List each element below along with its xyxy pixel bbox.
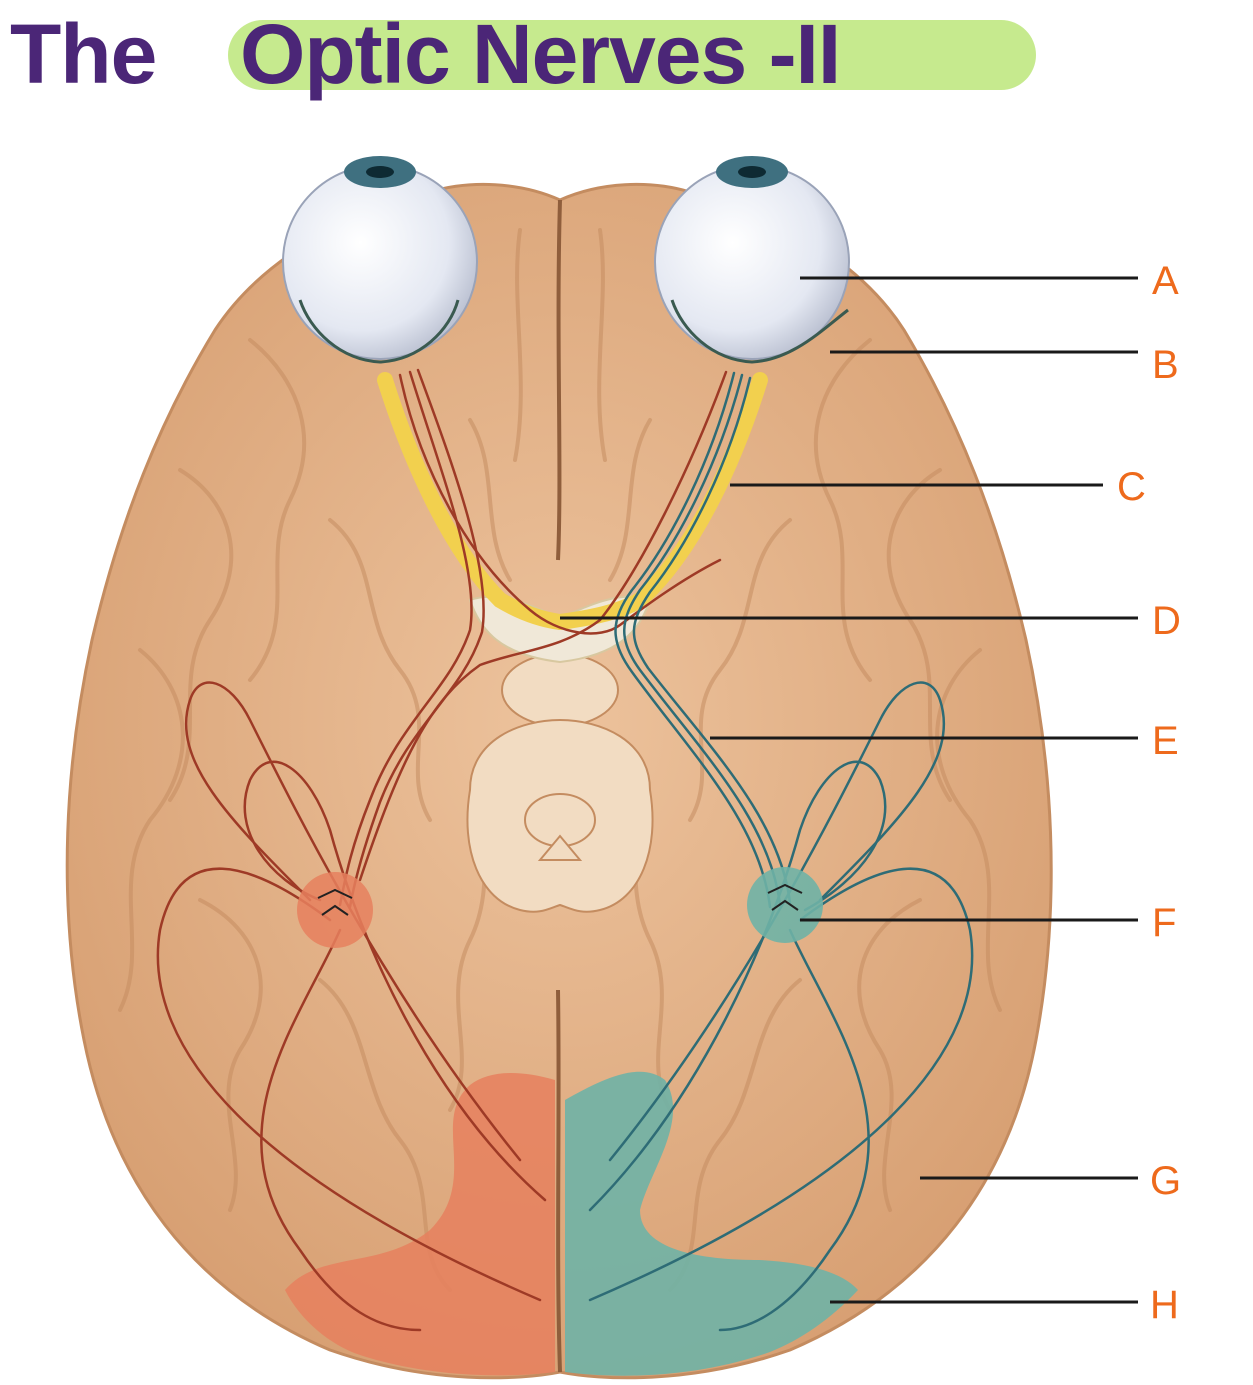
label-h: H bbox=[1150, 1283, 1179, 1327]
title-banner: The Optic Nerves -II bbox=[0, 0, 1253, 112]
eyeballs bbox=[282, 156, 850, 364]
label-d: D bbox=[1152, 599, 1181, 643]
label-b: B bbox=[1152, 343, 1179, 387]
right-visual-pathway bbox=[588, 371, 974, 1332]
lateral-geniculate-right bbox=[747, 867, 823, 943]
label-a: A bbox=[1152, 259, 1179, 303]
title-prefix: The bbox=[10, 7, 157, 101]
eyeball-left bbox=[282, 156, 478, 364]
visual-cortex-right bbox=[565, 1071, 858, 1376]
left-visual-pathway bbox=[156, 368, 728, 1332]
longitudinal-fissure bbox=[556, 199, 562, 1373]
brainstem bbox=[466, 653, 654, 913]
leader-lines bbox=[560, 276, 1138, 1304]
label-e: E bbox=[1152, 719, 1179, 763]
title-highlight bbox=[228, 20, 1036, 90]
visual-cortex-left bbox=[285, 1073, 555, 1376]
optic-nerve-diagram: A B C D E F G H bbox=[65, 156, 1181, 1380]
label-f: F bbox=[1152, 901, 1176, 945]
brain-gyri bbox=[118, 228, 1002, 1292]
title-main: Optic Nerves -II bbox=[240, 7, 841, 101]
lateral-geniculate-left bbox=[297, 872, 373, 948]
diagram-labels: A B C D E F G H bbox=[1117, 259, 1181, 1327]
label-c: C bbox=[1117, 465, 1146, 509]
eyeball-right bbox=[654, 156, 850, 364]
label-g: G bbox=[1150, 1159, 1181, 1203]
lateral-geniculate-nuclei bbox=[297, 867, 823, 948]
